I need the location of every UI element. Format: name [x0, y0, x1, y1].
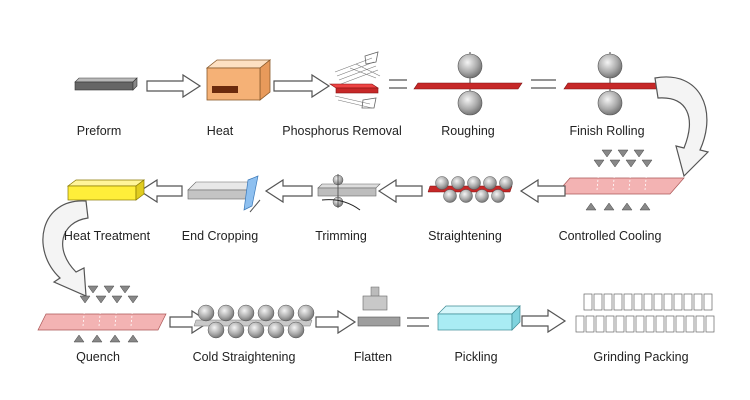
- label-pickling: Pickling: [454, 350, 498, 364]
- heat-treatment-furnace: [66, 179, 146, 201]
- label-quench: Quench: [76, 350, 120, 364]
- quench-table: [37, 285, 167, 343]
- controlled-cooling-table: [555, 149, 685, 211]
- packing-bundle: [575, 293, 715, 333]
- hollow-arrow-icon: [519, 178, 566, 204]
- label-finish-rolling: Finish Rolling: [569, 124, 645, 138]
- hollow-arrow-icon: [377, 178, 423, 204]
- hollow-arrow-icon: [273, 73, 331, 99]
- hollow-arrow-icon: [521, 308, 567, 334]
- label-heat-treatment: Heat Treatment: [63, 229, 151, 243]
- label-controlled-cooling: Controlled Cooling: [558, 229, 662, 243]
- curved-arrow-icon: [654, 76, 710, 178]
- label-trimming: Trimming: [315, 229, 367, 243]
- trimming-shear: [317, 174, 381, 211]
- label-preform: Preform: [76, 124, 122, 138]
- preform-bar: [74, 77, 138, 91]
- finish-rolling-mill: [563, 52, 663, 116]
- hollow-arrow-icon: [315, 309, 357, 335]
- double-line-icon: [389, 79, 407, 89]
- label-flatten: Flatten: [353, 350, 393, 364]
- label-grinding-packing: Grinding Packing: [593, 350, 689, 364]
- heat-furnace: [205, 59, 272, 101]
- roughing-mill: [413, 52, 523, 116]
- hollow-arrow-icon: [138, 178, 183, 204]
- label-phosphorus-removal: Phosphorus Removal: [282, 124, 402, 138]
- hollow-arrow-icon: [146, 73, 202, 99]
- label-heat: Heat: [206, 124, 234, 138]
- label-straightening: Straightening: [428, 229, 502, 243]
- curved-arrow-icon: [42, 200, 89, 297]
- double-line-icon: [531, 79, 556, 89]
- flatten-press: [357, 286, 401, 327]
- pickling-tank: [437, 305, 521, 331]
- hollow-arrow-icon: [264, 178, 313, 204]
- double-line-icon: [407, 317, 429, 327]
- label-cold-straightening: Cold Straightening: [192, 350, 296, 364]
- end-cropping-saw: [187, 175, 261, 213]
- cold-straightening-rolls: [193, 304, 315, 339]
- straightening-rolls: [427, 176, 513, 203]
- label-roughing: Roughing: [441, 124, 495, 138]
- label-end-cropping: End Cropping: [181, 229, 259, 243]
- descaling-spray: [329, 51, 381, 109]
